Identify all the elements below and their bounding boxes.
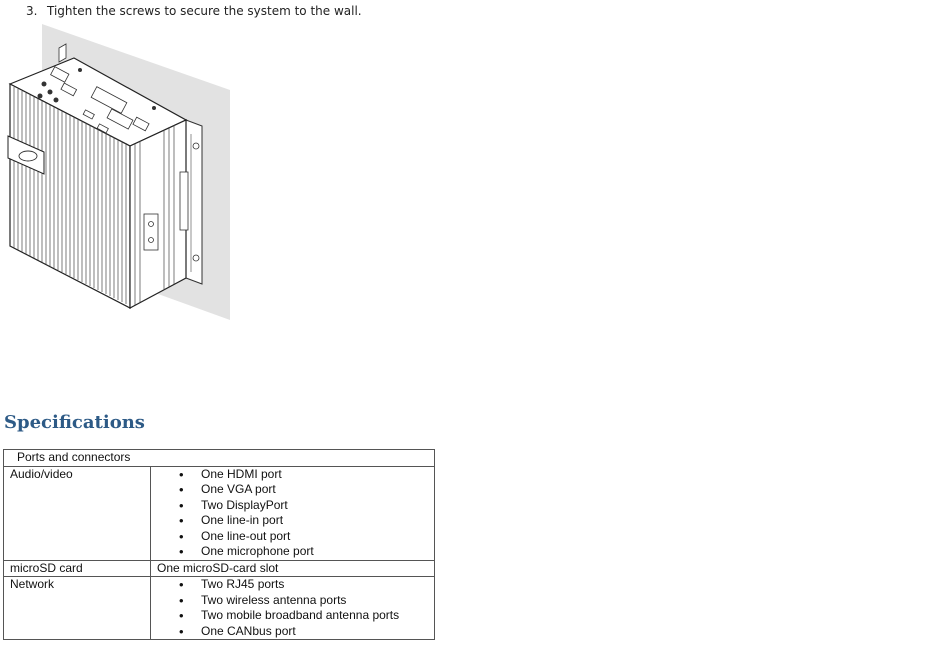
- row-label-network: Network: [3, 576, 151, 640]
- table-row: Network Two RJ45 ports Two wireless ante…: [3, 576, 435, 640]
- list-item: One line-out port: [157, 529, 428, 545]
- row-label-microsd: microSD card: [3, 559, 151, 577]
- audio-video-list: One HDMI port One VGA port Two DisplayPo…: [157, 467, 428, 560]
- step-number: 3.: [26, 4, 38, 18]
- specifications-heading: Specifications: [4, 412, 145, 433]
- table-row: Audio/video One HDMI port One VGA port T…: [3, 465, 435, 561]
- table-row: microSD card One microSD-card slot: [3, 559, 435, 577]
- table-caption-row: Ports and connectors: [3, 449, 435, 467]
- list-item: One VGA port: [157, 482, 428, 498]
- row-value-microsd: One microSD-card slot: [150, 559, 435, 577]
- list-item: One line-in port: [157, 513, 428, 529]
- step-text: Tighten the screws to secure the system …: [47, 4, 362, 18]
- table-caption: Ports and connectors: [3, 449, 435, 467]
- list-item: Two wireless antenna ports: [157, 593, 428, 609]
- row-label-audio-video: Audio/video: [3, 465, 151, 561]
- row-value-audio-video: One HDMI port One VGA port Two DisplayPo…: [150, 465, 435, 561]
- row-value-network: Two RJ45 ports Two wireless antenna port…: [150, 576, 435, 640]
- list-item: Two RJ45 ports: [157, 577, 428, 593]
- list-item: One microphone port: [157, 544, 428, 560]
- wall-mounted-system-illustration: [4, 22, 230, 322]
- list-item: One CANbus port: [157, 624, 428, 640]
- list-item: One HDMI port: [157, 467, 428, 483]
- specifications-table: Ports and connectors Audio/video One HDM…: [3, 449, 435, 640]
- list-item: Two mobile broadband antenna ports: [157, 608, 428, 624]
- step-instruction: 3. Tighten the screws to secure the syste…: [26, 4, 362, 18]
- network-list: Two RJ45 ports Two wireless antenna port…: [157, 577, 428, 639]
- list-item: Two DisplayPort: [157, 498, 428, 514]
